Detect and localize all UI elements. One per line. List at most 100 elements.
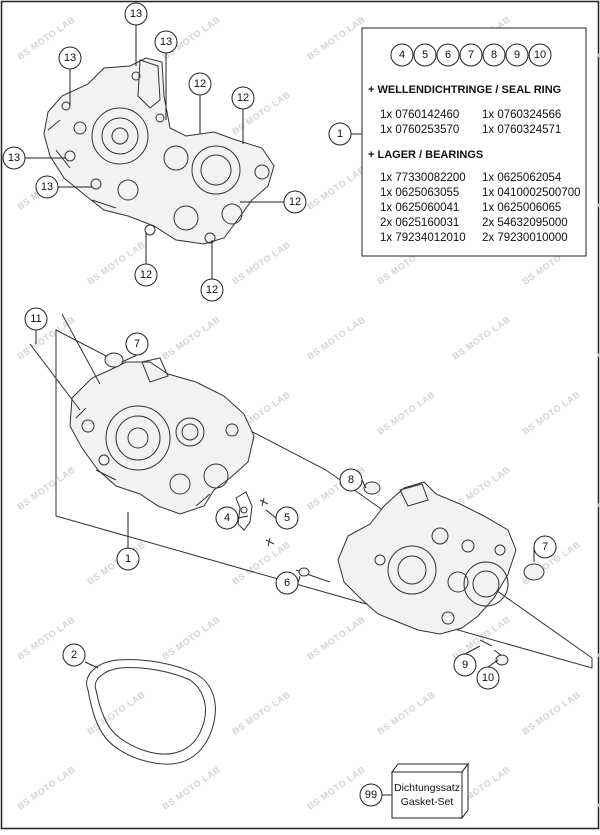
callout-number: 12 xyxy=(140,269,152,281)
kit-number-label: 5 xyxy=(422,49,428,61)
callout-number: 12 xyxy=(237,92,249,104)
callout-number: 7 xyxy=(134,338,140,350)
kit-number-10: 10 xyxy=(528,43,552,67)
kit-number-label: 10 xyxy=(534,49,546,61)
part-number-entry: 2x 54632095000 xyxy=(482,217,568,229)
callout-12: 12 xyxy=(283,190,307,214)
middle-leaders xyxy=(35,330,535,668)
part-number-entry: 2x 0625160031 xyxy=(380,217,459,229)
watermark-text: BS MOTO LAB xyxy=(375,389,437,436)
part-number-entry: 1x 0625006065 xyxy=(482,202,561,214)
kit-number-label: 6 xyxy=(445,49,451,61)
callout-number: 13 xyxy=(8,152,20,164)
callout-number: 1 xyxy=(125,553,131,565)
kit-number-7: 7 xyxy=(459,43,483,67)
kit-number-5: 5 xyxy=(413,43,437,67)
kit-number-label: 4 xyxy=(399,49,405,61)
callout-number: 5 xyxy=(284,512,290,524)
callout-number: 7 xyxy=(542,541,548,553)
callout-99: 99 xyxy=(359,783,383,807)
assembled-crankcase xyxy=(43,57,275,245)
gasket-set-box: Dichtungssatz Gasket-Set xyxy=(382,762,469,820)
part-number-entry: 1x 79234012010 xyxy=(380,232,466,244)
seal-ring-heading: + WELLENDICHTRINGE / SEAL RING xyxy=(368,84,561,96)
callout-number: 4 xyxy=(224,512,230,524)
watermark-text: BS MOTO LAB xyxy=(305,764,367,811)
bearings-heading: + LAGER / BEARINGS xyxy=(368,149,483,161)
top-leaders xyxy=(25,25,362,279)
callout-number: 9 xyxy=(462,659,468,671)
callout-4: 4 xyxy=(215,506,239,530)
callout-number: 13 xyxy=(160,36,172,48)
callout-1: 1 xyxy=(328,122,352,146)
callout-number: 13 xyxy=(41,181,53,193)
callout-2: 2 xyxy=(62,643,86,667)
callout-number: 12 xyxy=(206,284,218,296)
watermark-text: BS MOTO LAB xyxy=(160,314,222,361)
bracket-parts xyxy=(29,313,275,547)
callout-12: 12 xyxy=(134,263,158,287)
callout-6: 6 xyxy=(275,571,299,595)
callout-13: 13 xyxy=(124,2,148,26)
part-number-entry: 1x 0625062054 xyxy=(482,172,562,184)
watermark-text: BS MOTO LAB xyxy=(595,314,600,361)
part-number-entry: 2x 79230010000 xyxy=(482,232,568,244)
callout-number: 99 xyxy=(365,789,377,801)
watermark-text: BS MOTO LAB xyxy=(15,464,77,511)
watermark-text: BS MOTO LAB xyxy=(305,164,367,211)
callout-number: 8 xyxy=(348,474,354,486)
kit-number-9: 9 xyxy=(505,43,529,67)
watermark-text: BS MOTO LAB xyxy=(305,14,367,61)
kit-number-label: 9 xyxy=(514,49,520,61)
callout-number: 12 xyxy=(194,78,206,90)
gasket-set-label-de: Dichtungssatz xyxy=(394,782,460,794)
callout-13: 13 xyxy=(154,30,178,54)
callout-number: 1 xyxy=(337,128,343,140)
right-crankcase-half xyxy=(295,481,545,666)
kit-number-6: 6 xyxy=(436,43,460,67)
callout-12: 12 xyxy=(188,72,212,96)
part-number-entry: 1x 0625060041 xyxy=(380,202,459,214)
watermark-text: BS MOTO LAB xyxy=(305,614,367,661)
watermark-text: BS MOTO LAB xyxy=(595,614,600,661)
watermark-text: BS MOTO LAB xyxy=(230,689,292,736)
part-number-entry: 1x 0625063055 xyxy=(380,187,459,199)
part-number-entry: 1x 0760324566 xyxy=(482,109,561,121)
callout-1: 1 xyxy=(116,547,140,571)
callout-number: 12 xyxy=(289,196,301,208)
callout-13: 13 xyxy=(58,46,82,70)
watermark-text: BS MOTO LAB xyxy=(15,764,77,811)
left-crankcase-half xyxy=(69,352,255,515)
callout-number: 13 xyxy=(64,52,76,64)
callout-9: 9 xyxy=(453,653,477,677)
watermark-text: BS MOTO LAB xyxy=(450,314,512,361)
watermark-text: BS MOTO LAB xyxy=(595,14,600,61)
part-number-entry: 1x 0410002500700 xyxy=(482,187,581,199)
callout-11: 11 xyxy=(24,307,48,331)
callout-13: 13 xyxy=(35,175,59,199)
kit-number-8: 8 xyxy=(482,43,506,67)
part-number-entry: 1x 0760253570 xyxy=(380,124,459,136)
watermark-text: BS MOTO LAB xyxy=(595,464,600,511)
assembly-bounding-outline xyxy=(55,329,593,669)
kit-number-label: 7 xyxy=(468,49,474,61)
callout-7: 7 xyxy=(125,332,149,356)
kit-number-4: 4 xyxy=(390,43,414,67)
watermark-text: BS MOTO LAB xyxy=(305,314,367,361)
part-number-entry: 1x 0760324571 xyxy=(482,124,561,136)
callout-12: 12 xyxy=(200,278,224,302)
callout-8: 8 xyxy=(339,468,363,492)
watermark-text: BS MOTO LAB xyxy=(230,239,292,286)
watermark-text: BS MOTO LAB xyxy=(160,614,222,661)
watermark-text: BS MOTO LAB xyxy=(520,389,582,436)
watermark-text: BS MOTO LAB xyxy=(520,689,582,736)
watermark-text: BS MOTO LAB xyxy=(85,689,147,736)
